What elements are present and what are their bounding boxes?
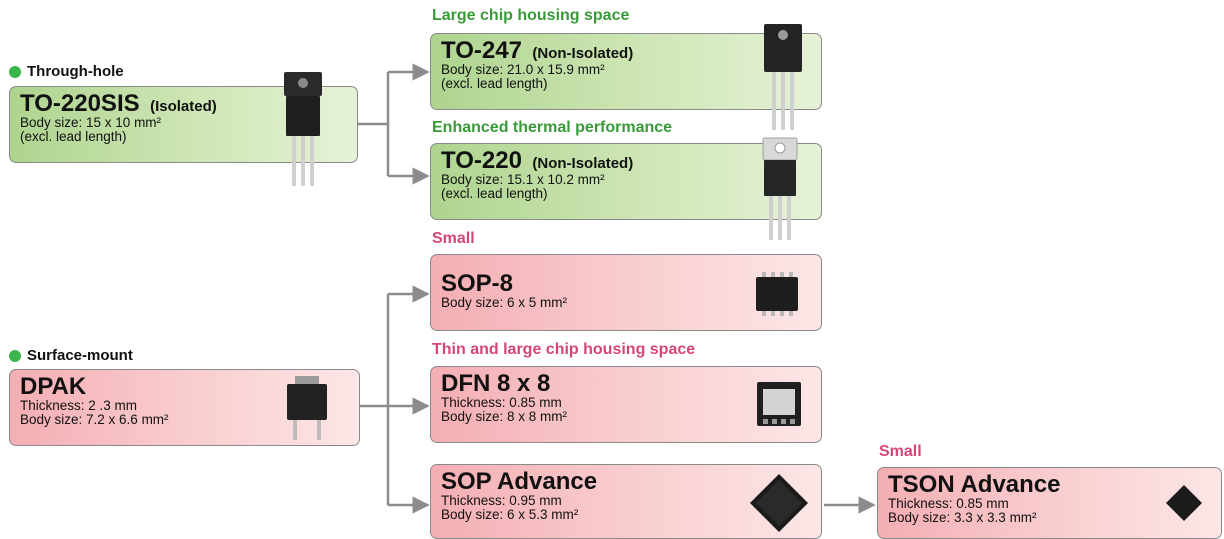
to220-caption: Enhanced thermal performance	[432, 119, 673, 136]
to220-package-icon	[762, 137, 798, 240]
sopadv-size: Body size: 6 x 5.3 mm²	[441, 507, 579, 523]
sop8-package-icon	[756, 272, 798, 316]
tson-box: TSON Advance Thickness: 0.85 mm Body siz…	[877, 467, 1222, 539]
to247-size: Body size: 21.0 x 15.9 mm²	[441, 62, 605, 78]
tson-thickness: Thickness: 0.85 mm	[888, 496, 1009, 512]
tson-size: Body size: 3.3 x 3.3 mm²	[888, 510, 1037, 526]
to220sis-name: TO-220SIS	[20, 90, 140, 117]
tson-name: TSON Advance	[888, 471, 1061, 498]
tson-caption: Small	[879, 443, 922, 460]
dfn-thickness: Thickness: 0.85 mm	[441, 395, 562, 411]
to247-name: TO-247	[441, 37, 522, 64]
to247-caption: Large chip housing space	[432, 7, 630, 24]
dpak-size: Body size: 7.2 x 6.6 mm²	[20, 412, 169, 428]
to220sis-note: (excl. lead length)	[20, 129, 127, 145]
to220-size: Body size: 15.1 x 10.2 mm²	[441, 172, 605, 188]
dfn-caption: Thin and large chip housing space	[432, 341, 696, 358]
tson-package-icon	[1166, 485, 1202, 521]
dfn-package-icon	[757, 382, 801, 426]
to220-variant: (Non-Isolated)	[532, 155, 634, 172]
green-bullet-icon	[9, 349, 21, 362]
sop8-size: Body size: 6 x 5 mm²	[441, 295, 568, 311]
sopadv-box: SOP Advance Thickness: 0.95 mm Body size…	[430, 464, 822, 539]
sop8-name: SOP-8	[441, 270, 514, 297]
to220-name: TO-220	[441, 147, 522, 174]
dpak-package-icon	[287, 376, 327, 440]
to220-box: TO-220 (Non-Isolated) Body size: 15.1 x …	[430, 143, 822, 220]
to220sis-size: Body size: 15 x 10 mm²	[20, 115, 162, 131]
to220sis-package-icon	[284, 72, 322, 186]
sopadv-name: SOP Advance	[441, 468, 598, 495]
to247-note: (excl. lead length)	[441, 76, 548, 92]
sopadv-thickness: Thickness: 0.95 mm	[441, 493, 562, 509]
to220-note: (excl. lead length)	[441, 186, 548, 202]
to247-box: TO-247 (Non-Isolated) Body size: 21.0 x …	[430, 33, 822, 110]
dfn-size: Body size: 8 x 8 mm²	[441, 409, 568, 425]
dpak-thickness: Thickness: 2 .3 mm	[20, 398, 138, 414]
dpak-name: DPAK	[20, 373, 87, 400]
sop8-caption: Small	[432, 230, 475, 247]
green-bullet-icon	[9, 65, 21, 78]
dfn-box: DFN 8 x 8 Thickness: 0.85 mm Body size: …	[430, 366, 822, 443]
to247-variant: (Non-Isolated)	[532, 45, 634, 62]
dfn-name: DFN 8 x 8	[441, 370, 551, 397]
to220sis-variant: (Isolated)	[150, 98, 217, 115]
to247-package-icon	[764, 24, 802, 130]
through-hole-heading: Through-hole	[9, 63, 124, 80]
sopadv-package-icon	[750, 474, 808, 532]
surface-mount-heading: Surface-mount	[9, 347, 133, 364]
